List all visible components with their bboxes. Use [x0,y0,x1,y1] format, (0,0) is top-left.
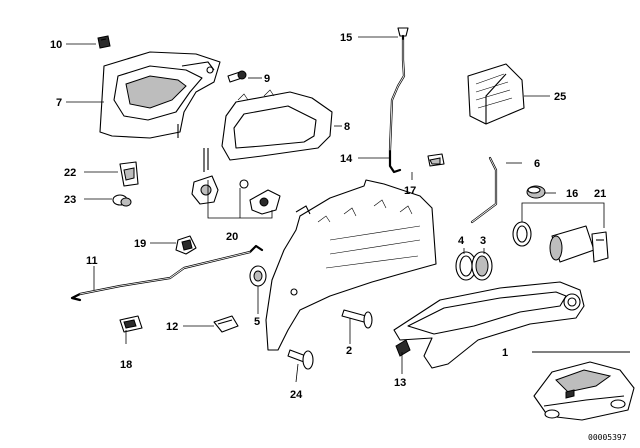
callout-18: 18 [120,359,132,371]
car-location-thumbnail [532,351,635,421]
callout-25: 25 [554,91,566,103]
callout-12: 12 [166,321,178,333]
callout-13: 13 [394,377,406,389]
cap-part-16 [526,185,546,199]
callout-16: 16 [566,188,578,200]
lock-carrier-plate [265,179,437,351]
callout-3: 3 [480,235,486,247]
callout-17: 17 [404,185,416,197]
outer-door-handle [393,281,585,369]
grommet-part-23 [112,194,132,207]
callout-10: 10 [50,39,62,51]
screw-part-9 [227,70,247,83]
lever-assembly-part-20 [191,148,281,215]
bracket-part-18 [119,315,143,333]
bearing-clip-part-19 [175,235,197,255]
callout-6: 6 [534,158,540,170]
lock-button-rod [388,27,409,174]
clip-part-10 [97,35,111,49]
callout-5: 5 [254,316,260,328]
callout-8: 8 [344,121,350,133]
bolt-part-2 [341,309,373,329]
callout-22: 22 [64,167,76,179]
callout-7: 7 [56,97,62,109]
callout-21: 21 [594,188,606,200]
leader-lines [66,36,605,383]
inner-handle-housing [99,51,221,139]
callout-23: 23 [64,194,76,206]
callout-20: 20 [226,231,238,243]
clip-part-12 [213,315,239,333]
gasket-rings-part-3-4 [455,251,493,281]
callout-labels: 10 7 9 8 15 14 17 25 6 16 21 22 23 19 20… [50,32,627,442]
operating-rod-part-11 [70,244,264,302]
callout-9: 9 [264,73,270,85]
grommet-part-5 [249,265,267,287]
callout-19: 19 [134,238,146,250]
cable-guide-part-25 [467,63,525,125]
callout-24: 24 [290,389,303,401]
lock-cylinder-part-21 [512,221,609,263]
pin-part-24 [287,349,314,370]
callout-1: 1 [502,347,508,359]
callout-14: 14 [340,153,353,165]
callout-2: 2 [346,345,352,357]
callout-4: 4 [458,235,465,247]
reference-number: 00005397 [588,433,627,442]
callout-11: 11 [86,255,98,267]
handle-trim-frame [221,89,333,161]
rod-part-6 [470,156,498,224]
clip-part-22 [119,161,139,187]
callout-15: 15 [340,32,352,44]
clip-part-17 [427,153,445,167]
